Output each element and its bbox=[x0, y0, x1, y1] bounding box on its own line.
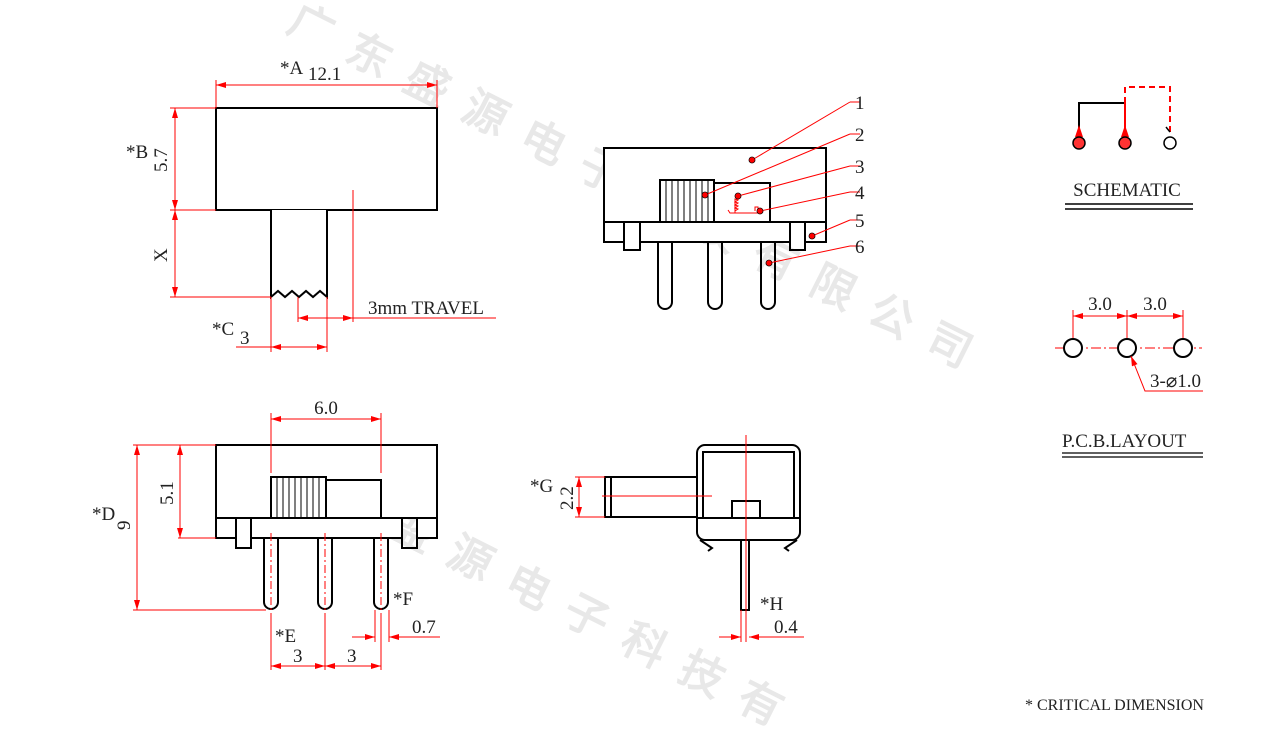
dim-x-label: X bbox=[151, 248, 172, 262]
pcb-pitch-2: 3.0 bbox=[1143, 294, 1167, 315]
dim-width-value: 6.0 bbox=[314, 398, 338, 419]
callout-3: 3 bbox=[855, 157, 865, 178]
watermark-char: 电 bbox=[497, 555, 559, 620]
dim-b-value: 5.7 bbox=[151, 148, 172, 172]
pin-side bbox=[740, 539, 750, 611]
watermark-char: 东 bbox=[338, 23, 400, 88]
switch-body-side bbox=[696, 444, 801, 541]
pcb-hole-label: 3-⌀1.0 bbox=[1150, 371, 1201, 392]
callout-2: 2 bbox=[855, 125, 865, 146]
watermark-char: 广 bbox=[280, 0, 342, 60]
top-view: *A 12.1 *B 5.7 X 3mm TRAVEL *C 3 bbox=[126, 58, 496, 352]
dim-g-value: 2.2 bbox=[557, 486, 578, 510]
dim-c-value: 3 bbox=[240, 328, 250, 349]
callout-6: 6 bbox=[855, 237, 865, 258]
schematic: SCHEMATIC bbox=[1065, 86, 1193, 210]
watermark-char: 限 bbox=[802, 255, 864, 320]
dim-d-label: *D bbox=[92, 504, 115, 525]
dim-f-label: *F bbox=[393, 589, 413, 610]
watermark-char: 技 bbox=[671, 642, 733, 707]
front-view: 1 2 3 4 5 6 bbox=[603, 93, 865, 310]
actuator-top bbox=[270, 210, 328, 300]
callout-5: 5 bbox=[855, 211, 865, 232]
callout-1: 1 bbox=[855, 93, 865, 114]
travel-label: 3mm TRAVEL bbox=[368, 298, 484, 319]
pcb-pitch-1: 3.0 bbox=[1088, 294, 1112, 315]
dim-g-label: *G bbox=[530, 476, 554, 497]
pcb-hole-2 bbox=[1117, 338, 1137, 358]
watermark-char: 司 bbox=[918, 313, 980, 378]
switch-body-top bbox=[215, 107, 438, 211]
pcb-layout-title: P.C.B.LAYOUT bbox=[1062, 431, 1187, 452]
dim-b-label: *B bbox=[126, 142, 148, 163]
terminal-2-icon bbox=[1118, 136, 1132, 150]
terminal-3-icon bbox=[1163, 136, 1177, 150]
watermark-char: 科 bbox=[613, 613, 675, 678]
watermark-char: 子 bbox=[555, 584, 617, 649]
dim-a-label: *A bbox=[280, 58, 304, 79]
pcb-layout: 3.0 3.0 3-⌀1.0 P.C.B.LAYOUT bbox=[1055, 294, 1203, 458]
actuator-knurl bbox=[659, 179, 715, 223]
dim-c-label: *C bbox=[212, 319, 234, 340]
dim-h-value: 0.4 bbox=[774, 617, 798, 638]
pcb-hole-1 bbox=[1063, 338, 1083, 358]
watermark-char: 源 bbox=[439, 526, 501, 591]
watermark-char: 源 bbox=[454, 81, 516, 146]
critical-dimension-note: * CRITICAL DIMENSION bbox=[1025, 697, 1204, 714]
watermark-char: 电 bbox=[512, 110, 574, 175]
watermark-char: 有 bbox=[729, 671, 791, 736]
dim-f-value: 0.7 bbox=[412, 617, 436, 638]
callout-4: 4 bbox=[855, 183, 865, 204]
pcb-hole-3 bbox=[1173, 338, 1193, 358]
pitch-2-value: 3 bbox=[347, 646, 357, 667]
actuator-side bbox=[604, 476, 699, 518]
dim-e-label: *E bbox=[275, 626, 296, 647]
schematic-title: SCHEMATIC bbox=[1073, 180, 1181, 201]
pitch-1-value: 3 bbox=[293, 646, 303, 667]
watermark-char: 公 bbox=[860, 284, 922, 349]
terminal-1-icon bbox=[1072, 136, 1086, 150]
dim-d-value: 9 bbox=[114, 521, 135, 531]
dim-height-value: 5.1 bbox=[157, 481, 178, 505]
dim-a-value: 12.1 bbox=[308, 64, 341, 85]
front-dimension-view: 6.0 *D 9 5.1 *E 3 3 *F 0.7 bbox=[92, 398, 440, 670]
dim-h-label: *H bbox=[760, 594, 784, 615]
side-view: *G 2.2 *H 0.4 bbox=[530, 435, 804, 642]
